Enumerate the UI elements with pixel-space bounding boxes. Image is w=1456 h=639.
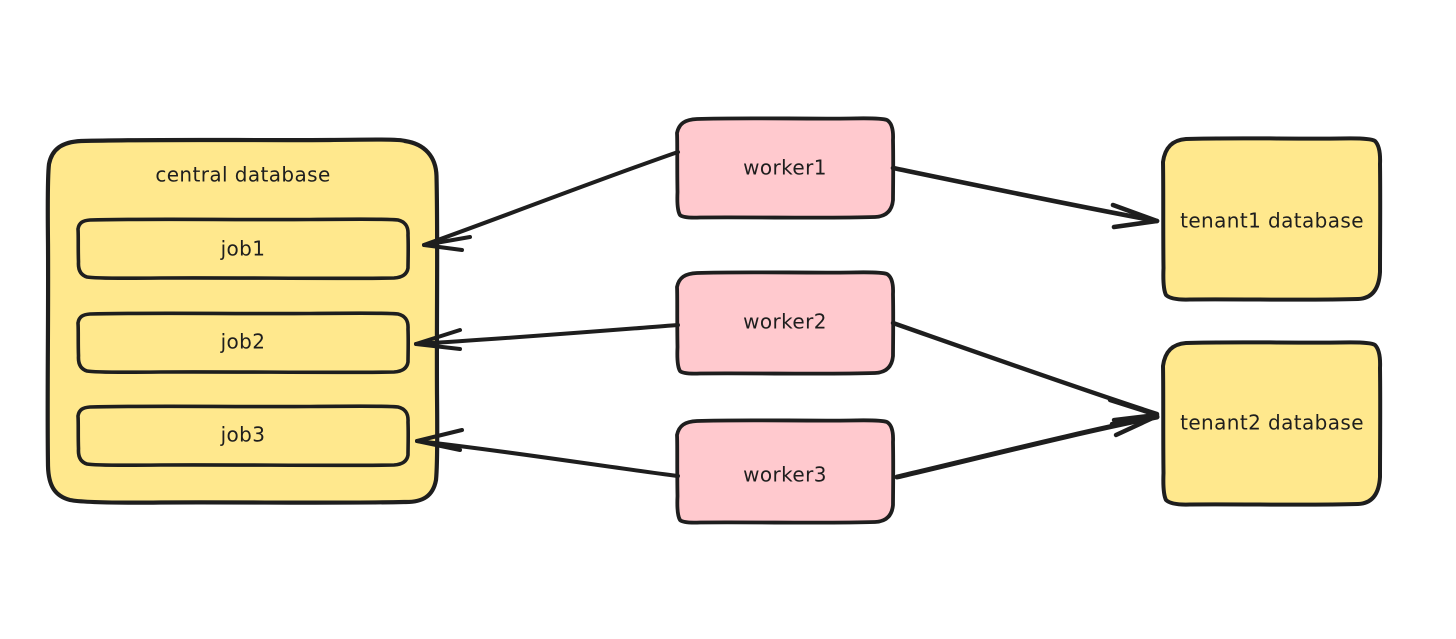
edge-worker1-to-tenant1-line xyxy=(890,165,1160,224)
central-database-title: central database xyxy=(155,163,330,187)
edge-worker3-to-tenant2-arrowhead xyxy=(1109,413,1160,438)
node-tenant2-database[interactable]: tenant2 database xyxy=(1161,340,1383,507)
job2-label: job2 xyxy=(220,330,266,354)
edge-worker1-to-job1[interactable] xyxy=(422,150,680,252)
tenant1-label: tenant1 database xyxy=(1180,209,1364,233)
node-job2[interactable]: job2 xyxy=(76,311,411,375)
edge-worker3-to-job3-arrowhead xyxy=(415,428,464,452)
node-worker3[interactable]: worker3 xyxy=(675,418,896,525)
worker2-label: worker2 xyxy=(743,310,827,334)
edge-worker3-to-job3[interactable] xyxy=(415,428,680,478)
node-worker1[interactable]: worker1 xyxy=(675,116,896,220)
edge-worker3-to-tenant2-line xyxy=(894,414,1160,480)
node-job3[interactable]: job3 xyxy=(76,404,411,468)
tenant1-shape xyxy=(1161,136,1383,302)
edge-worker1-to-tenant1-arrowhead xyxy=(1110,202,1160,230)
edge-worker3-to-tenant2[interactable] xyxy=(894,413,1160,480)
edge-worker1-to-job1-line xyxy=(422,150,680,247)
worker3-shape xyxy=(675,418,896,525)
worker3-label: worker3 xyxy=(743,463,827,487)
edge-worker1-to-job1-arrowhead xyxy=(422,235,472,252)
job2-shape xyxy=(76,311,411,375)
edge-worker2-to-job2[interactable] xyxy=(414,323,680,351)
node-job1[interactable]: job1 xyxy=(76,217,411,281)
edge-worker2-to-job2-line xyxy=(414,323,680,346)
tenant2-shape xyxy=(1161,340,1383,507)
edge-worker3-to-job3-line xyxy=(415,439,680,478)
edge-worker1-to-tenant1[interactable] xyxy=(890,165,1160,230)
worker1-shape xyxy=(675,116,896,220)
worker2-shape xyxy=(675,270,896,376)
job3-label: job3 xyxy=(220,423,266,447)
job1-label: job1 xyxy=(220,237,266,261)
node-worker2[interactable]: worker2 xyxy=(675,270,896,376)
tenant2-label: tenant2 database xyxy=(1180,411,1364,435)
job1-shape xyxy=(76,217,411,281)
job3-shape xyxy=(76,404,411,468)
node-tenant1-database[interactable]: tenant1 database xyxy=(1161,136,1383,302)
edge-worker2-to-tenant2[interactable] xyxy=(890,320,1160,423)
edge-worker2-to-job2-arrowhead xyxy=(414,328,462,351)
worker1-label: worker1 xyxy=(743,156,827,180)
